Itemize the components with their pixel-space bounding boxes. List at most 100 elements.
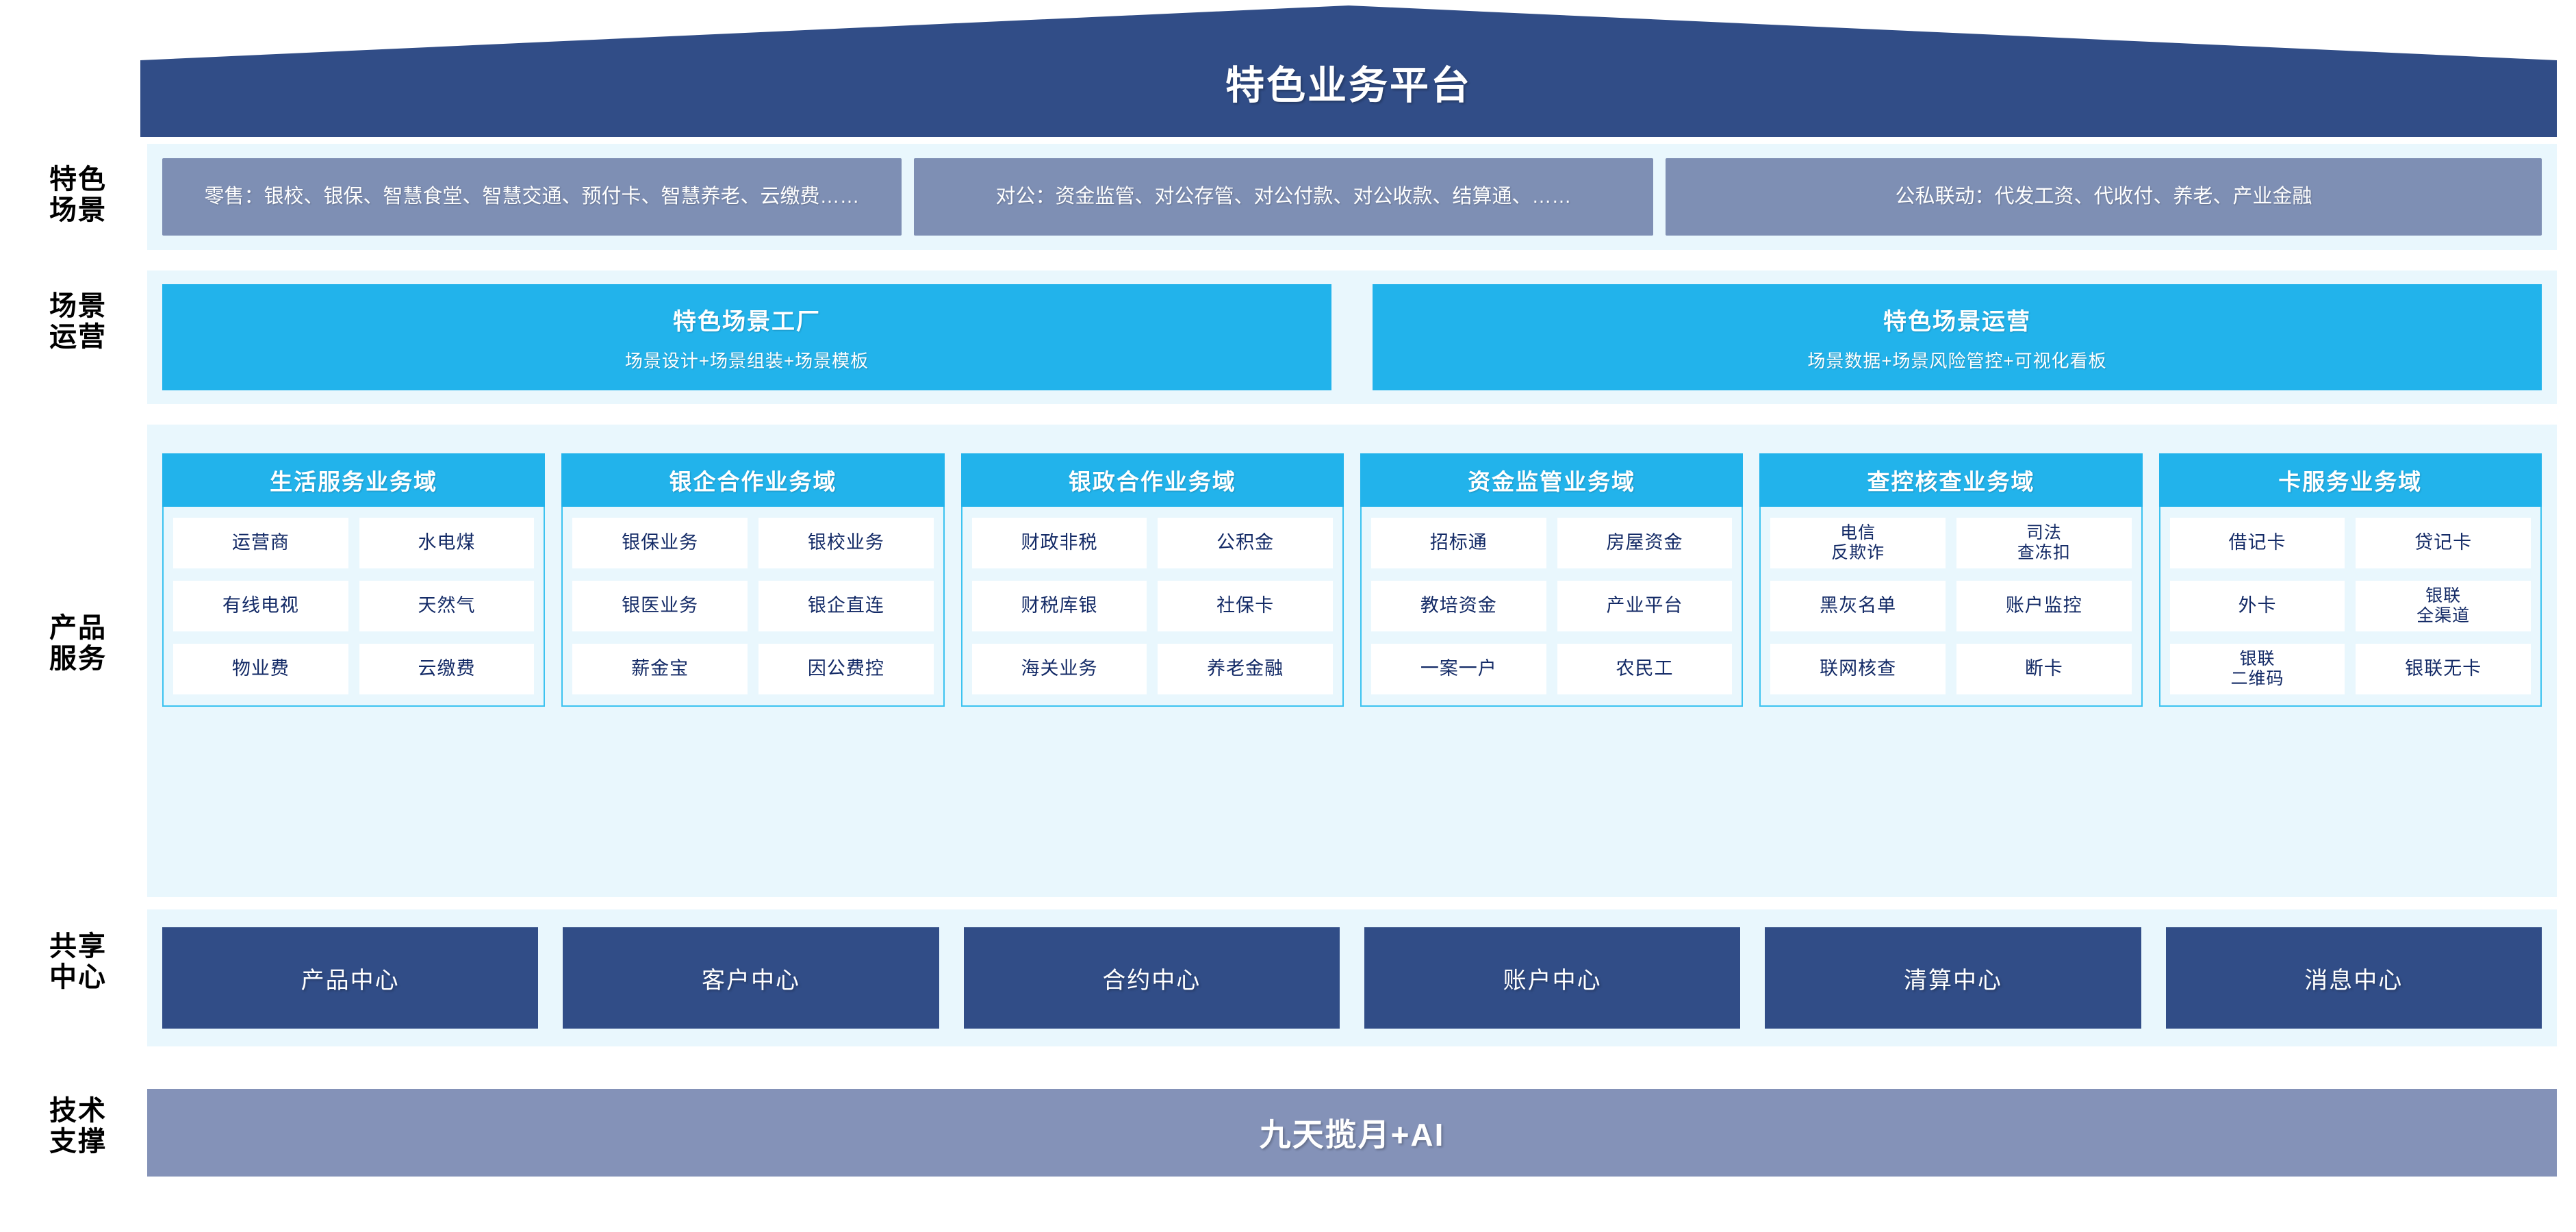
product-tile[interactable]: 银医业务 [572, 581, 748, 631]
shared-center-card[interactable]: 消息中心 [2165, 927, 2542, 1029]
product-tile[interactable]: 教培资金 [1370, 581, 1546, 631]
product-tile-row: 银保业务银校业务 [572, 518, 934, 568]
scenarios-row: 零售：银校、银保、智慧食堂、智慧交通、预付卡、智慧养老、云缴费…… 对公：资金监… [147, 144, 2557, 250]
roof-shape [140, 5, 2557, 137]
product-tile-row: 联网核查断卡 [1770, 644, 2132, 694]
product-tile[interactable]: 有线电视 [173, 581, 348, 631]
product-tile-row: 外卡银联全渠道 [2169, 581, 2531, 631]
product-tile[interactable]: 公积金 [1158, 518, 1333, 568]
shared-center-card[interactable]: 客户中心 [563, 927, 939, 1029]
shared-center-card[interactable]: 合约中心 [963, 927, 1340, 1029]
product-tile[interactable]: 银联全渠道 [2356, 581, 2531, 631]
product-tile-row: 银医业务银企直连 [572, 581, 934, 631]
product-tile[interactable]: 云缴费 [359, 644, 535, 694]
product-domain-body: 财政非税公积金财税库银社保卡海关业务养老金融 [960, 507, 1344, 707]
product-tile[interactable]: 运营商 [173, 518, 348, 568]
product-tile[interactable]: 黑灰名单 [1770, 581, 1946, 631]
product-tile-row: 海关业务养老金融 [971, 644, 1333, 694]
operations-row: 特色场景工厂 场景设计+场景组装+场景模板 特色场景运营 场景数据+场景风险管控… [147, 271, 2557, 404]
product-tile[interactable]: 房屋资金 [1557, 518, 1733, 568]
product-tile[interactable]: 招标通 [1370, 518, 1546, 568]
product-tile[interactable]: 司法查冻扣 [1956, 518, 2132, 568]
row-label-centers-line2: 中心 [49, 961, 107, 992]
product-tile[interactable]: 社保卡 [1158, 581, 1333, 631]
row-label-products-line2: 服务 [49, 643, 107, 674]
scenario-card-retail[interactable]: 零售：银校、银保、智慧食堂、智慧交通、预付卡、智慧养老、云缴费…… [162, 158, 902, 236]
product-tile[interactable]: 财税库银 [971, 581, 1147, 631]
product-tile[interactable]: 海关业务 [971, 644, 1147, 694]
product-domain-column: 生活服务业务域运营商水电煤有线电视天然气物业费云缴费 [162, 453, 546, 707]
platform-header: 特色业务平台 [0, 0, 2576, 140]
product-tile[interactable]: 财政非税 [971, 518, 1147, 568]
product-tile[interactable]: 农民工 [1557, 644, 1733, 694]
shared-centers-row: 产品中心客户中心合约中心账户中心清算中心消息中心 [147, 909, 2557, 1046]
row-label-operations-line1: 场景 [49, 291, 107, 321]
product-tile-row: 运营商水电煤 [173, 518, 535, 568]
row-label-operations: 场景 运营 [16, 291, 140, 353]
product-domain-title[interactable]: 查控核查业务域 [1759, 453, 2143, 507]
product-domain-column: 查控核查业务域电信反欺诈司法查冻扣黑灰名单账户监控联网核查断卡 [1759, 453, 2143, 707]
row-label-products: 产品 服务 [16, 613, 140, 675]
product-tile[interactable]: 联网核查 [1770, 644, 1946, 694]
product-domain-title[interactable]: 银企合作业务域 [561, 453, 945, 507]
product-domain-title[interactable]: 卡服务业务域 [2158, 453, 2542, 507]
product-domain-body: 运营商水电煤有线电视天然气物业费云缴费 [162, 507, 546, 707]
product-domain-body: 银保业务银校业务银医业务银企直连薪金宝因公费控 [561, 507, 945, 707]
product-tile[interactable]: 天然气 [359, 581, 535, 631]
shared-center-card[interactable]: 产品中心 [162, 927, 539, 1029]
row-label-tech-line1: 技术 [49, 1096, 107, 1126]
product-tile[interactable]: 水电煤 [359, 518, 535, 568]
product-tile[interactable]: 电信反欺诈 [1770, 518, 1946, 568]
operation-card-scene-factory[interactable]: 特色场景工厂 场景设计+场景组装+场景模板 [162, 284, 1331, 390]
operation-title-scene-factory: 特色场景工厂 [673, 308, 821, 335]
product-tile[interactable]: 银保业务 [572, 518, 748, 568]
product-domain-title[interactable]: 生活服务业务域 [162, 453, 546, 507]
product-tile[interactable]: 借记卡 [2169, 518, 2345, 568]
row-label-scenarios-line1: 特色 [49, 164, 107, 194]
product-tile[interactable]: 因公费控 [758, 644, 934, 694]
product-tile-row: 有线电视天然气 [173, 581, 535, 631]
product-domain-title[interactable]: 资金监管业务域 [1360, 453, 1744, 507]
operation-subtitle-scene-factory: 场景设计+场景组装+场景模板 [624, 350, 869, 371]
product-domain-column: 银企合作业务域银保业务银校业务银医业务银企直连薪金宝因公费控 [561, 453, 945, 707]
product-domain-body: 电信反欺诈司法查冻扣黑灰名单账户监控联网核查断卡 [1759, 507, 2143, 707]
row-label-operations-line2: 运营 [49, 321, 107, 352]
scenarios-band: 零售：银校、银保、智慧食堂、智慧交通、预付卡、智慧养老、云缴费…… 对公：资金监… [147, 144, 2557, 250]
row-label-centers-line1: 共享 [49, 931, 107, 961]
product-tile[interactable]: 银校业务 [758, 518, 934, 568]
product-tile[interactable]: 贷记卡 [2356, 518, 2531, 568]
scenario-card-corporate[interactable]: 对公：资金监管、对公存管、对公付款、对公收款、结算通、…… [914, 158, 1653, 236]
row-label-centers: 共享 中心 [16, 931, 140, 993]
operation-title-scene-operation: 特色场景运营 [1883, 308, 2031, 335]
product-tile[interactable]: 账户监控 [1956, 581, 2132, 631]
product-domain-title[interactable]: 银政合作业务域 [960, 453, 1344, 507]
row-label-products-line1: 产品 [49, 613, 107, 643]
product-domain-column: 卡服务业务域借记卡贷记卡外卡银联全渠道银联二维码银联无卡 [2158, 453, 2542, 707]
product-tile[interactable]: 银联无卡 [2356, 644, 2531, 694]
product-domain-column: 银政合作业务域财政非税公积金财税库银社保卡海关业务养老金融 [960, 453, 1344, 707]
product-tile[interactable]: 断卡 [1956, 644, 2132, 694]
product-tile[interactable]: 银联二维码 [2169, 644, 2345, 694]
row-label-scenarios: 特色 场景 [16, 164, 140, 226]
shared-center-card[interactable]: 清算中心 [1765, 927, 2141, 1029]
product-tile-row: 招标通房屋资金 [1370, 518, 1733, 568]
page-title: 特色业务平台 [1225, 64, 1472, 108]
shared-center-card[interactable]: 账户中心 [1364, 927, 1741, 1029]
product-tile[interactable]: 物业费 [173, 644, 348, 694]
operation-card-scene-operation[interactable]: 特色场景运营 场景数据+场景风险管控+可视化看板 [1373, 284, 2542, 390]
product-tile[interactable]: 一案一户 [1370, 644, 1546, 694]
product-tile[interactable]: 银企直连 [758, 581, 934, 631]
product-tile[interactable]: 产业平台 [1557, 581, 1733, 631]
product-tile[interactable]: 养老金融 [1158, 644, 1333, 694]
product-tile-row: 薪金宝因公费控 [572, 644, 934, 694]
product-tile-row: 财税库银社保卡 [971, 581, 1333, 631]
row-label-tech: 技术 支撑 [16, 1096, 140, 1157]
scenario-card-public-private[interactable]: 公私联动：代发工资、代收付、养老、产业金融 [1666, 158, 2542, 236]
product-tile-row: 财政非税公积金 [971, 518, 1333, 568]
product-tile[interactable]: 外卡 [2169, 581, 2345, 631]
tech-support-bar[interactable]: 九天揽月+AI [147, 1089, 2557, 1177]
shared-centers-band: 产品中心客户中心合约中心账户中心清算中心消息中心 [147, 909, 2557, 1046]
operation-subtitle-scene-operation: 场景数据+场景风险管控+可视化看板 [1807, 350, 2107, 371]
product-tile[interactable]: 薪金宝 [572, 644, 748, 694]
products-band: 生活服务业务域运营商水电煤有线电视天然气物业费云缴费银企合作业务域银保业务银校业… [147, 425, 2557, 897]
